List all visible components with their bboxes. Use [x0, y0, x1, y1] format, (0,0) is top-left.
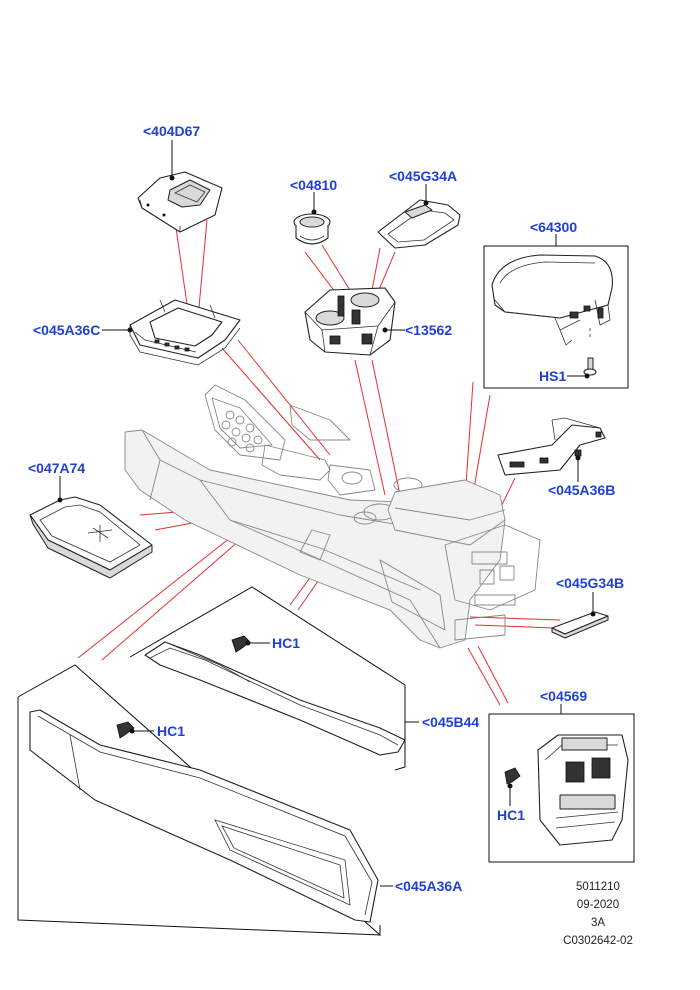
center-console — [124, 384, 541, 649]
callout-HC1-lower[interactable]: HC1 — [497, 807, 525, 823]
part-045G34A — [377, 199, 461, 249]
callout-045G34A[interactable]: <045G34A — [389, 168, 457, 184]
callout-HC1-middle[interactable]: HC1 — [157, 723, 185, 739]
callout-404D67[interactable]: <404D67 — [143, 123, 200, 139]
callout-HC1-upper[interactable]: HC1 — [272, 635, 300, 651]
part-045A36C — [129, 299, 241, 366]
leaders — [57, 140, 596, 887]
part-13562 — [304, 287, 396, 356]
part-404D67 — [137, 171, 223, 233]
drawing-metadata: 5011210 09-2020 3A C0302642-02 — [563, 881, 633, 947]
part-045A36B — [497, 417, 606, 476]
meta-revision: 3A — [591, 917, 605, 929]
part-045G34B — [551, 611, 609, 639]
part-04810 — [293, 213, 331, 245]
callout-labels: <404D67 <04810 <045G34A <64300 <045A36C … — [28, 123, 624, 894]
part-045B44 — [129, 586, 406, 771]
meta-date: 09-2020 — [577, 899, 619, 911]
callout-HS1[interactable]: HS1 — [539, 368, 566, 384]
part-047A74 — [29, 496, 153, 579]
part-64300 — [483, 245, 629, 389]
callout-04810[interactable]: <04810 — [290, 177, 337, 193]
part-04569 — [488, 713, 635, 863]
callout-64300[interactable]: <64300 — [530, 219, 577, 235]
callout-045A36A[interactable]: <045A36A — [395, 878, 462, 894]
callout-045A36C[interactable]: <045A36C — [33, 322, 100, 338]
callout-045G34B[interactable]: <045G34B — [556, 575, 624, 591]
part-045A36A — [17, 664, 381, 937]
callout-045B44[interactable]: <045B44 — [422, 714, 479, 730]
meta-code: 5011210 — [576, 881, 620, 893]
callout-045A36B[interactable]: <045A36B — [548, 482, 615, 498]
callout-04569[interactable]: <04569 — [540, 688, 587, 704]
callout-13562[interactable]: <13562 — [405, 322, 452, 338]
callout-047A74[interactable]: <047A74 — [28, 460, 85, 476]
meta-drawing-number: C0302642-02 — [563, 935, 633, 947]
